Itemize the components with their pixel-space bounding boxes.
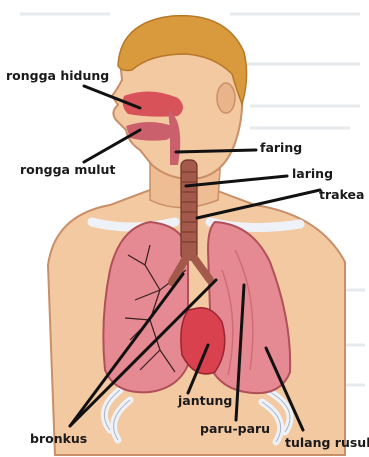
leader-faring — [176, 150, 256, 152]
label-bronkus: bronkus — [30, 431, 87, 446]
oral-cavity — [126, 122, 173, 141]
trachea — [181, 160, 197, 260]
heart — [181, 308, 225, 374]
label-laring: laring — [292, 166, 333, 181]
label-tulang-rusuk: tulang rusuk — [285, 435, 369, 450]
label-rongga-mulut: rongga mulut — [20, 162, 115, 177]
label-rongga-hidung: rongga hidung — [6, 68, 109, 83]
label-faring: faring — [260, 140, 302, 155]
label-jantung: jantung — [177, 393, 232, 408]
label-trakea: trakea — [319, 187, 364, 202]
ear — [217, 83, 235, 113]
label-paru-paru: paru-paru — [200, 421, 270, 436]
